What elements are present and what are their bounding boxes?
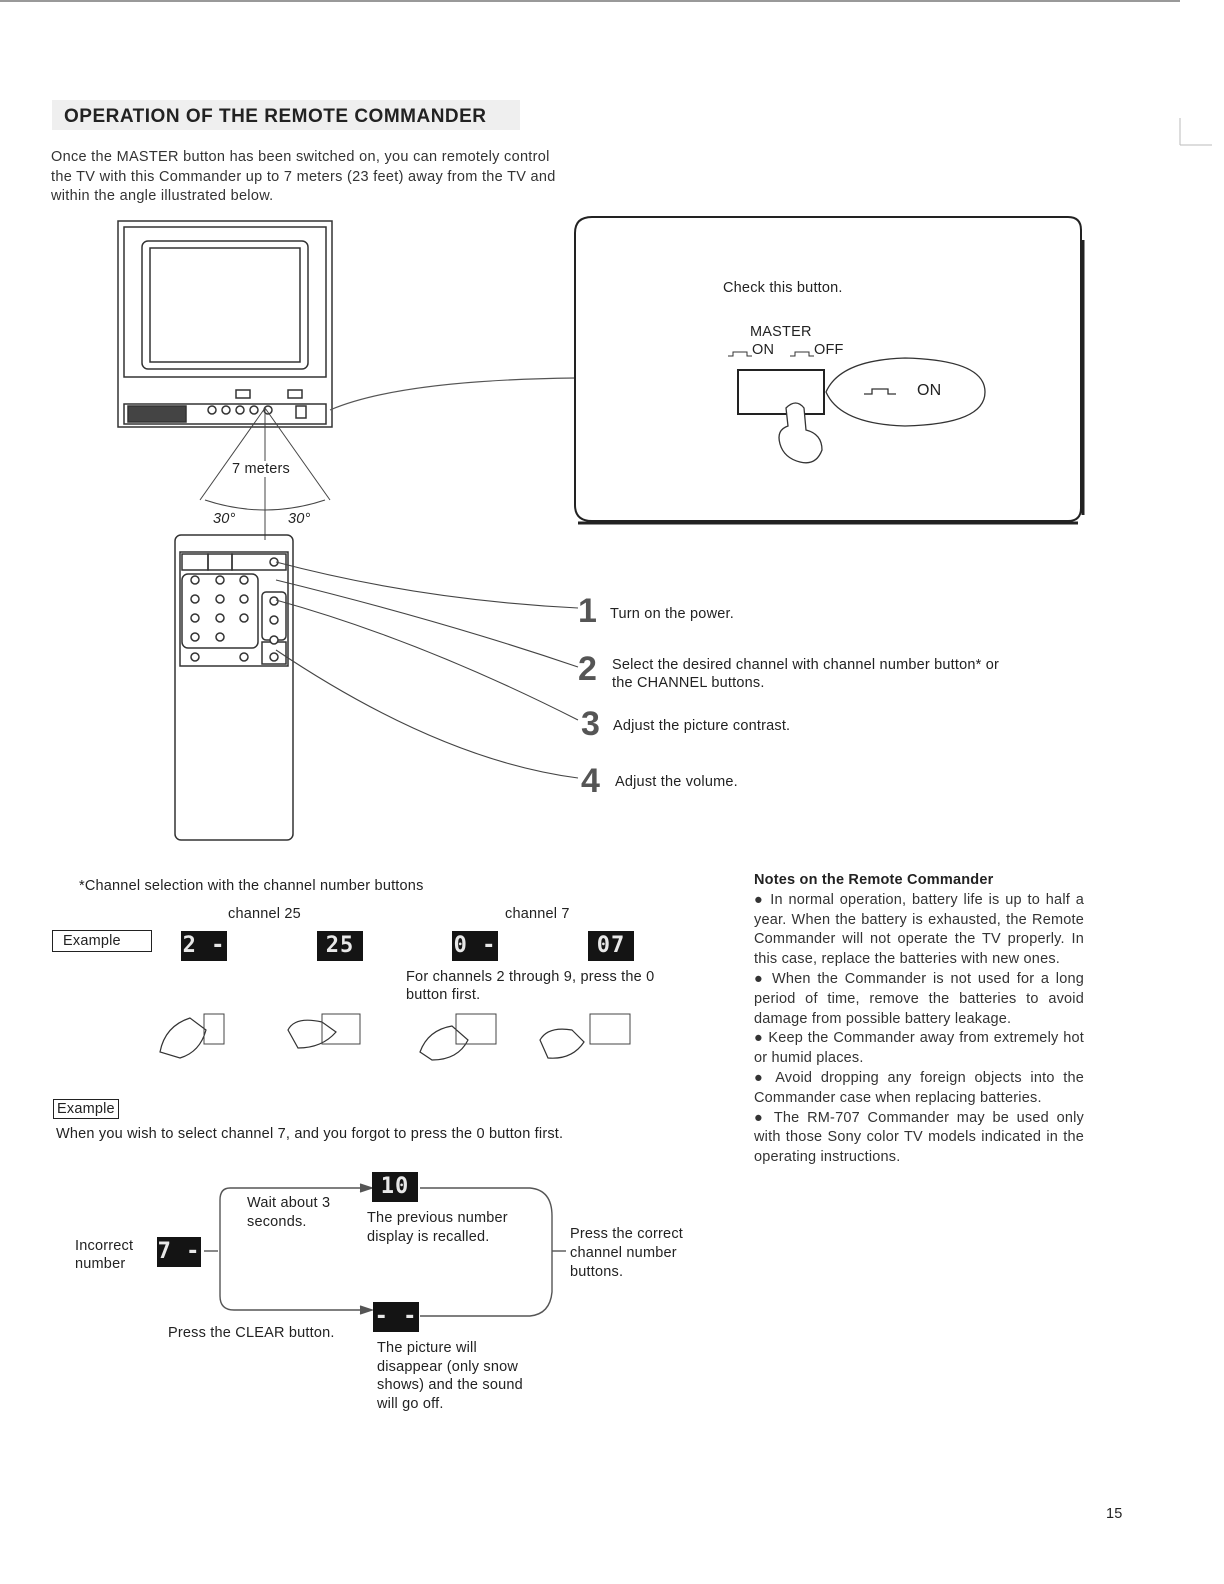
bullet-icon: ● — [754, 970, 773, 987]
clear-result-text: The picture will disappear (only snow sh… — [377, 1340, 523, 1412]
page-title: OPERATION OF THE REMOTE COMMANDER — [64, 106, 487, 127]
step-4-text: Adjust the volume. — [615, 774, 738, 790]
distance-label: 7 meters — [230, 461, 293, 477]
display-7-dash: 7 - — [157, 1237, 201, 1267]
bubble-on-label: ON — [917, 382, 942, 399]
channel-25-label: channel 25 — [228, 906, 301, 922]
bullet-icon: ● — [754, 1069, 776, 1086]
bullet-icon: ● — [754, 1030, 769, 1047]
check-button-text: Check this button. — [723, 280, 843, 296]
note-item: ● When the Commander is not used for a l… — [754, 970, 1085, 1027]
master-off-label: OFF — [814, 342, 844, 358]
press-correct-text: Press the correct channel number buttons… — [570, 1226, 683, 1280]
channels-2-9-note: For channels 2 through 9, press the 0 bu… — [406, 969, 655, 1003]
step-2-text: Select the desired channel with channel … — [612, 657, 1000, 691]
example-label-2: Example — [53, 1099, 119, 1119]
master-on-label: ON — [752, 342, 775, 358]
page-number: 15 — [1106, 1506, 1123, 1522]
note-item: ● Avoid dropping any foreign objects int… — [754, 1069, 1084, 1106]
display-25: 25 — [317, 931, 363, 961]
clear-button-label: Press the CLEAR button. — [168, 1325, 335, 1341]
step-1-text: Turn on the power. — [610, 606, 734, 622]
wait-label: Wait about 3 seconds. — [247, 1195, 331, 1230]
notes-title: Notes on the Remote Commander — [754, 872, 994, 888]
note-item: ● Keep the Commander away from extremely… — [754, 1030, 1085, 1067]
notes-section: Notes on the Remote Commander ● In norma… — [754, 871, 1084, 1168]
channel-7-label: channel 7 — [505, 906, 570, 922]
angle-right-label: 30° — [288, 511, 311, 527]
example-2-text: When you wish to select channel 7, and y… — [56, 1126, 564, 1142]
note-item: ● In normal operation, battery life is u… — [754, 891, 1084, 968]
tv-illustration — [117, 220, 333, 428]
title-background — [52, 100, 520, 130]
display-07: 07 — [588, 931, 634, 961]
channel-selection-heading: *Channel selection with the channel numb… — [79, 878, 424, 894]
step-4-number: 4 — [581, 762, 600, 800]
master-callout-box — [574, 216, 1085, 525]
remote-illustration — [174, 534, 294, 841]
master-label: MASTER — [750, 324, 812, 340]
intro-paragraph: Once the MASTER button has been switched… — [51, 149, 556, 204]
display-10: 10 — [372, 1172, 418, 1202]
step-3-text: Adjust the picture contrast. — [613, 718, 791, 734]
angle-left-label: 30° — [213, 511, 236, 527]
display-2-dash: 2 - — [181, 931, 227, 961]
step-3-number: 3 — [581, 705, 600, 743]
example-label-1: Example — [52, 930, 152, 952]
display-0-dash: 0 - — [452, 931, 498, 961]
incorrect-number-label: Incorrect number — [75, 1238, 134, 1272]
bullet-icon: ● — [754, 1109, 774, 1126]
recalled-text: The previous number display is recalled. — [367, 1210, 508, 1245]
bullet-icon: ● — [754, 891, 771, 908]
note-item: ● The RM-707 Commander may be used only … — [754, 1109, 1084, 1166]
display-blank: - - — [373, 1302, 419, 1332]
step-1-number: 1 — [578, 592, 597, 630]
step-2-number: 2 — [578, 650, 597, 688]
